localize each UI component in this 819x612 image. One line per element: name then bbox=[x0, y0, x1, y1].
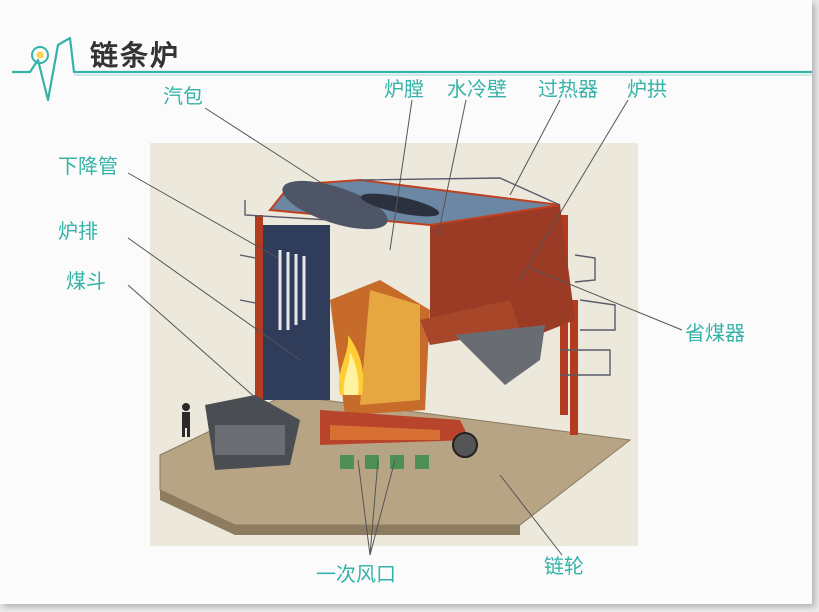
worker-figure bbox=[182, 403, 190, 437]
steam-drum bbox=[282, 180, 388, 230]
label-economizer: 省煤器 bbox=[685, 321, 745, 345]
downcomer-pipes bbox=[278, 250, 306, 330]
pulse-line bbox=[12, 36, 812, 102]
label-water-wall: 水冷壁 bbox=[447, 77, 507, 101]
railings bbox=[239, 177, 616, 376]
header-decoration bbox=[12, 36, 812, 102]
air-inlets bbox=[340, 455, 429, 469]
label-downcomer: 下降管 bbox=[58, 154, 118, 178]
slide-title: 链条炉 bbox=[90, 39, 181, 72]
label-furnace-arch: 炉拱 bbox=[627, 77, 667, 101]
economizer-hopper bbox=[455, 325, 545, 385]
label-superheater: 过热器 bbox=[538, 77, 598, 101]
label-primary-air-inlet: 一次风口 bbox=[316, 562, 396, 586]
label-grate: 炉排 bbox=[58, 219, 98, 243]
furnace-left-wall bbox=[255, 225, 330, 400]
label-sprocket: 链轮 bbox=[544, 554, 584, 578]
sprocket-wheel bbox=[452, 432, 478, 458]
label-coal-hopper: 煤斗 bbox=[66, 269, 106, 293]
bulb-icon bbox=[31, 46, 49, 64]
label-furnace: 炉膛 bbox=[384, 77, 424, 101]
slide: 链条炉 bbox=[0, 0, 812, 604]
leader-lines bbox=[127, 99, 683, 556]
label-steam-drum: 汽包 bbox=[163, 84, 203, 108]
boiler-illustration bbox=[127, 99, 683, 556]
